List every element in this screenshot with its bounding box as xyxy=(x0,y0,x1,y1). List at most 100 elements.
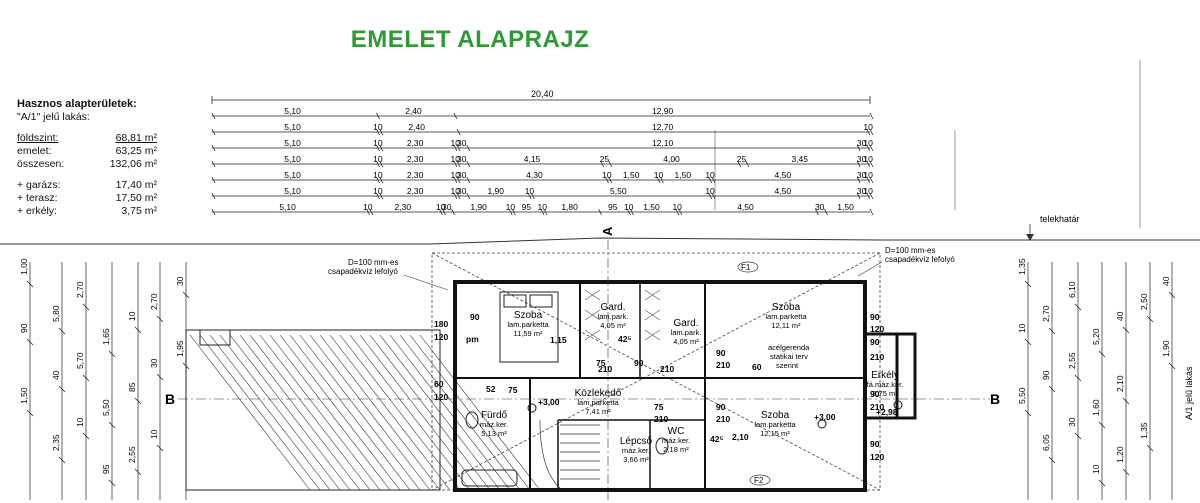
door-mark: 60 xyxy=(434,379,444,389)
dim-value: 30 xyxy=(457,186,467,196)
dim-value: 10 xyxy=(624,202,634,212)
room-name: WC xyxy=(668,426,685,437)
walls xyxy=(453,280,917,492)
dim-value: 30 xyxy=(442,202,452,212)
dim-value: 10 xyxy=(863,154,873,164)
area-row: földszint: 68,81 m² xyxy=(17,132,157,145)
door-mark: 210 xyxy=(654,414,668,424)
room-area: 11,59 m² xyxy=(513,329,543,338)
dim-value: 1,50 xyxy=(675,170,692,180)
door-dimension-marks: 18012090pm6012075521,15752109021042⁵9021… xyxy=(434,312,884,462)
room-floor: máz.ker. xyxy=(480,420,508,429)
dim-value: 30 xyxy=(857,138,867,148)
section-b-left: B xyxy=(165,391,175,407)
room-floor: lam.parketta xyxy=(507,320,549,329)
dim-value: 12,90 xyxy=(652,106,674,116)
room-area: 4,05 m² xyxy=(673,337,699,346)
vdim-value: 1,00 xyxy=(19,258,29,275)
room-floor: lam.park. xyxy=(598,312,629,321)
door-mark: 52 xyxy=(486,384,496,394)
vdim-value: 2,55 xyxy=(1067,352,1077,369)
door-mark: 120 xyxy=(434,332,448,342)
dim-value: 30 xyxy=(857,186,867,196)
vdim-value: 2,55 xyxy=(127,446,137,463)
dim-value: 2,30 xyxy=(407,186,424,196)
area-label: földszint: xyxy=(17,132,59,144)
dim-value: 2,30 xyxy=(407,170,424,180)
vdim-value: 2,35 xyxy=(51,434,61,451)
area-row: + erkély:3,75 m² xyxy=(17,205,157,218)
dim-value: 4,50 xyxy=(775,186,792,196)
room-floor: lam.parketta xyxy=(577,398,619,407)
dim-value: 10 xyxy=(451,186,461,196)
dim-value: 10 xyxy=(705,170,715,180)
room-floor: máz.ker. xyxy=(622,446,650,455)
room-area: 12,11 m² xyxy=(771,321,801,330)
door-mark: pm xyxy=(466,334,479,344)
vdim-value: 6,05 xyxy=(1041,434,1051,451)
area-value: 63,25 m² xyxy=(115,145,157,157)
dim-value: 10 xyxy=(525,186,535,196)
dim-value: 10 xyxy=(436,202,446,212)
dim-value: 10 xyxy=(863,138,873,148)
area-value: 68,81 m² xyxy=(115,132,157,144)
door-mark: 210 xyxy=(870,352,884,362)
door-mark: 60 xyxy=(752,362,762,372)
level-mark-balcony: +2,98 xyxy=(876,407,898,417)
bed-symbol xyxy=(499,291,559,363)
vdim-value: 1,20 xyxy=(1115,446,1125,463)
vdim-value: 2,70 xyxy=(1041,305,1051,322)
dim-value: 10 xyxy=(373,170,383,180)
drain-annotations: D=100 mm-es csapadékvíz lefolyó D=100 mm… xyxy=(328,246,955,486)
area-label: + erkély: xyxy=(17,205,57,217)
dim-value: 2,30 xyxy=(407,154,424,164)
dim-value: 1,90 xyxy=(470,202,487,212)
vdim-value: 5,50 xyxy=(1017,387,1027,404)
room-name: Gard. xyxy=(600,302,625,313)
area-value: 132,06 m² xyxy=(109,158,157,170)
door-mark: 120 xyxy=(870,324,884,334)
f2-label: F2 xyxy=(754,476,764,485)
dim-value: 4,50 xyxy=(737,202,754,212)
door-mark: 180 xyxy=(434,319,448,329)
dim-value: 10 xyxy=(602,170,612,180)
dim-value: 1,50 xyxy=(837,202,854,212)
vdim-value: 30 xyxy=(175,276,185,286)
dim-value: 1,90 xyxy=(487,186,504,196)
vdim-value: 2,70 xyxy=(75,281,85,298)
vdim-value: 5,80 xyxy=(51,305,61,322)
vdim-value: 40 xyxy=(1161,276,1171,286)
room-floor: fá.máz.ker. xyxy=(867,380,904,389)
door-mark: 210 xyxy=(598,364,612,374)
dim-value: 4,15 xyxy=(524,154,541,164)
door-mark: 42⁵ xyxy=(618,334,631,344)
dim-value: 95 xyxy=(608,202,618,212)
dim-value: 10 xyxy=(506,202,516,212)
drain-left-line2: csapadékvíz lefolyó xyxy=(328,267,398,276)
usable-area-summary: Hasznos alapterületek: "A/1" jelű lakás:… xyxy=(17,98,157,218)
room-area: 3,66 m² xyxy=(623,455,649,464)
door-mark: 75 xyxy=(596,358,606,368)
drain-left-line1: D=100 mm-es xyxy=(348,258,398,267)
level-mark-right: +3,00 xyxy=(814,412,836,422)
room-floor: máz.ker. xyxy=(662,436,690,445)
dim-value: 10 xyxy=(705,186,715,196)
vdim-value: 30 xyxy=(1067,417,1077,427)
dim-value: 25 xyxy=(600,154,610,164)
dim-value: 10 xyxy=(654,170,664,180)
dim-value: 10 xyxy=(373,138,383,148)
dim-value: 3,45 xyxy=(791,154,808,164)
dim-value: 5,10 xyxy=(284,154,301,164)
dim-value: 5,10 xyxy=(284,138,301,148)
door-mark: 90 xyxy=(870,312,880,322)
dim-value: 5,50 xyxy=(610,186,627,196)
vdim-value: 10 xyxy=(75,417,85,427)
dim-value: 4,30 xyxy=(526,170,543,180)
dim-value: 10 xyxy=(363,202,373,212)
dim-value: 12,10 xyxy=(652,138,674,148)
room-area: 2,18 m² xyxy=(663,445,689,454)
staircase xyxy=(539,419,600,489)
vdim-value: 2,10 xyxy=(1115,375,1125,392)
